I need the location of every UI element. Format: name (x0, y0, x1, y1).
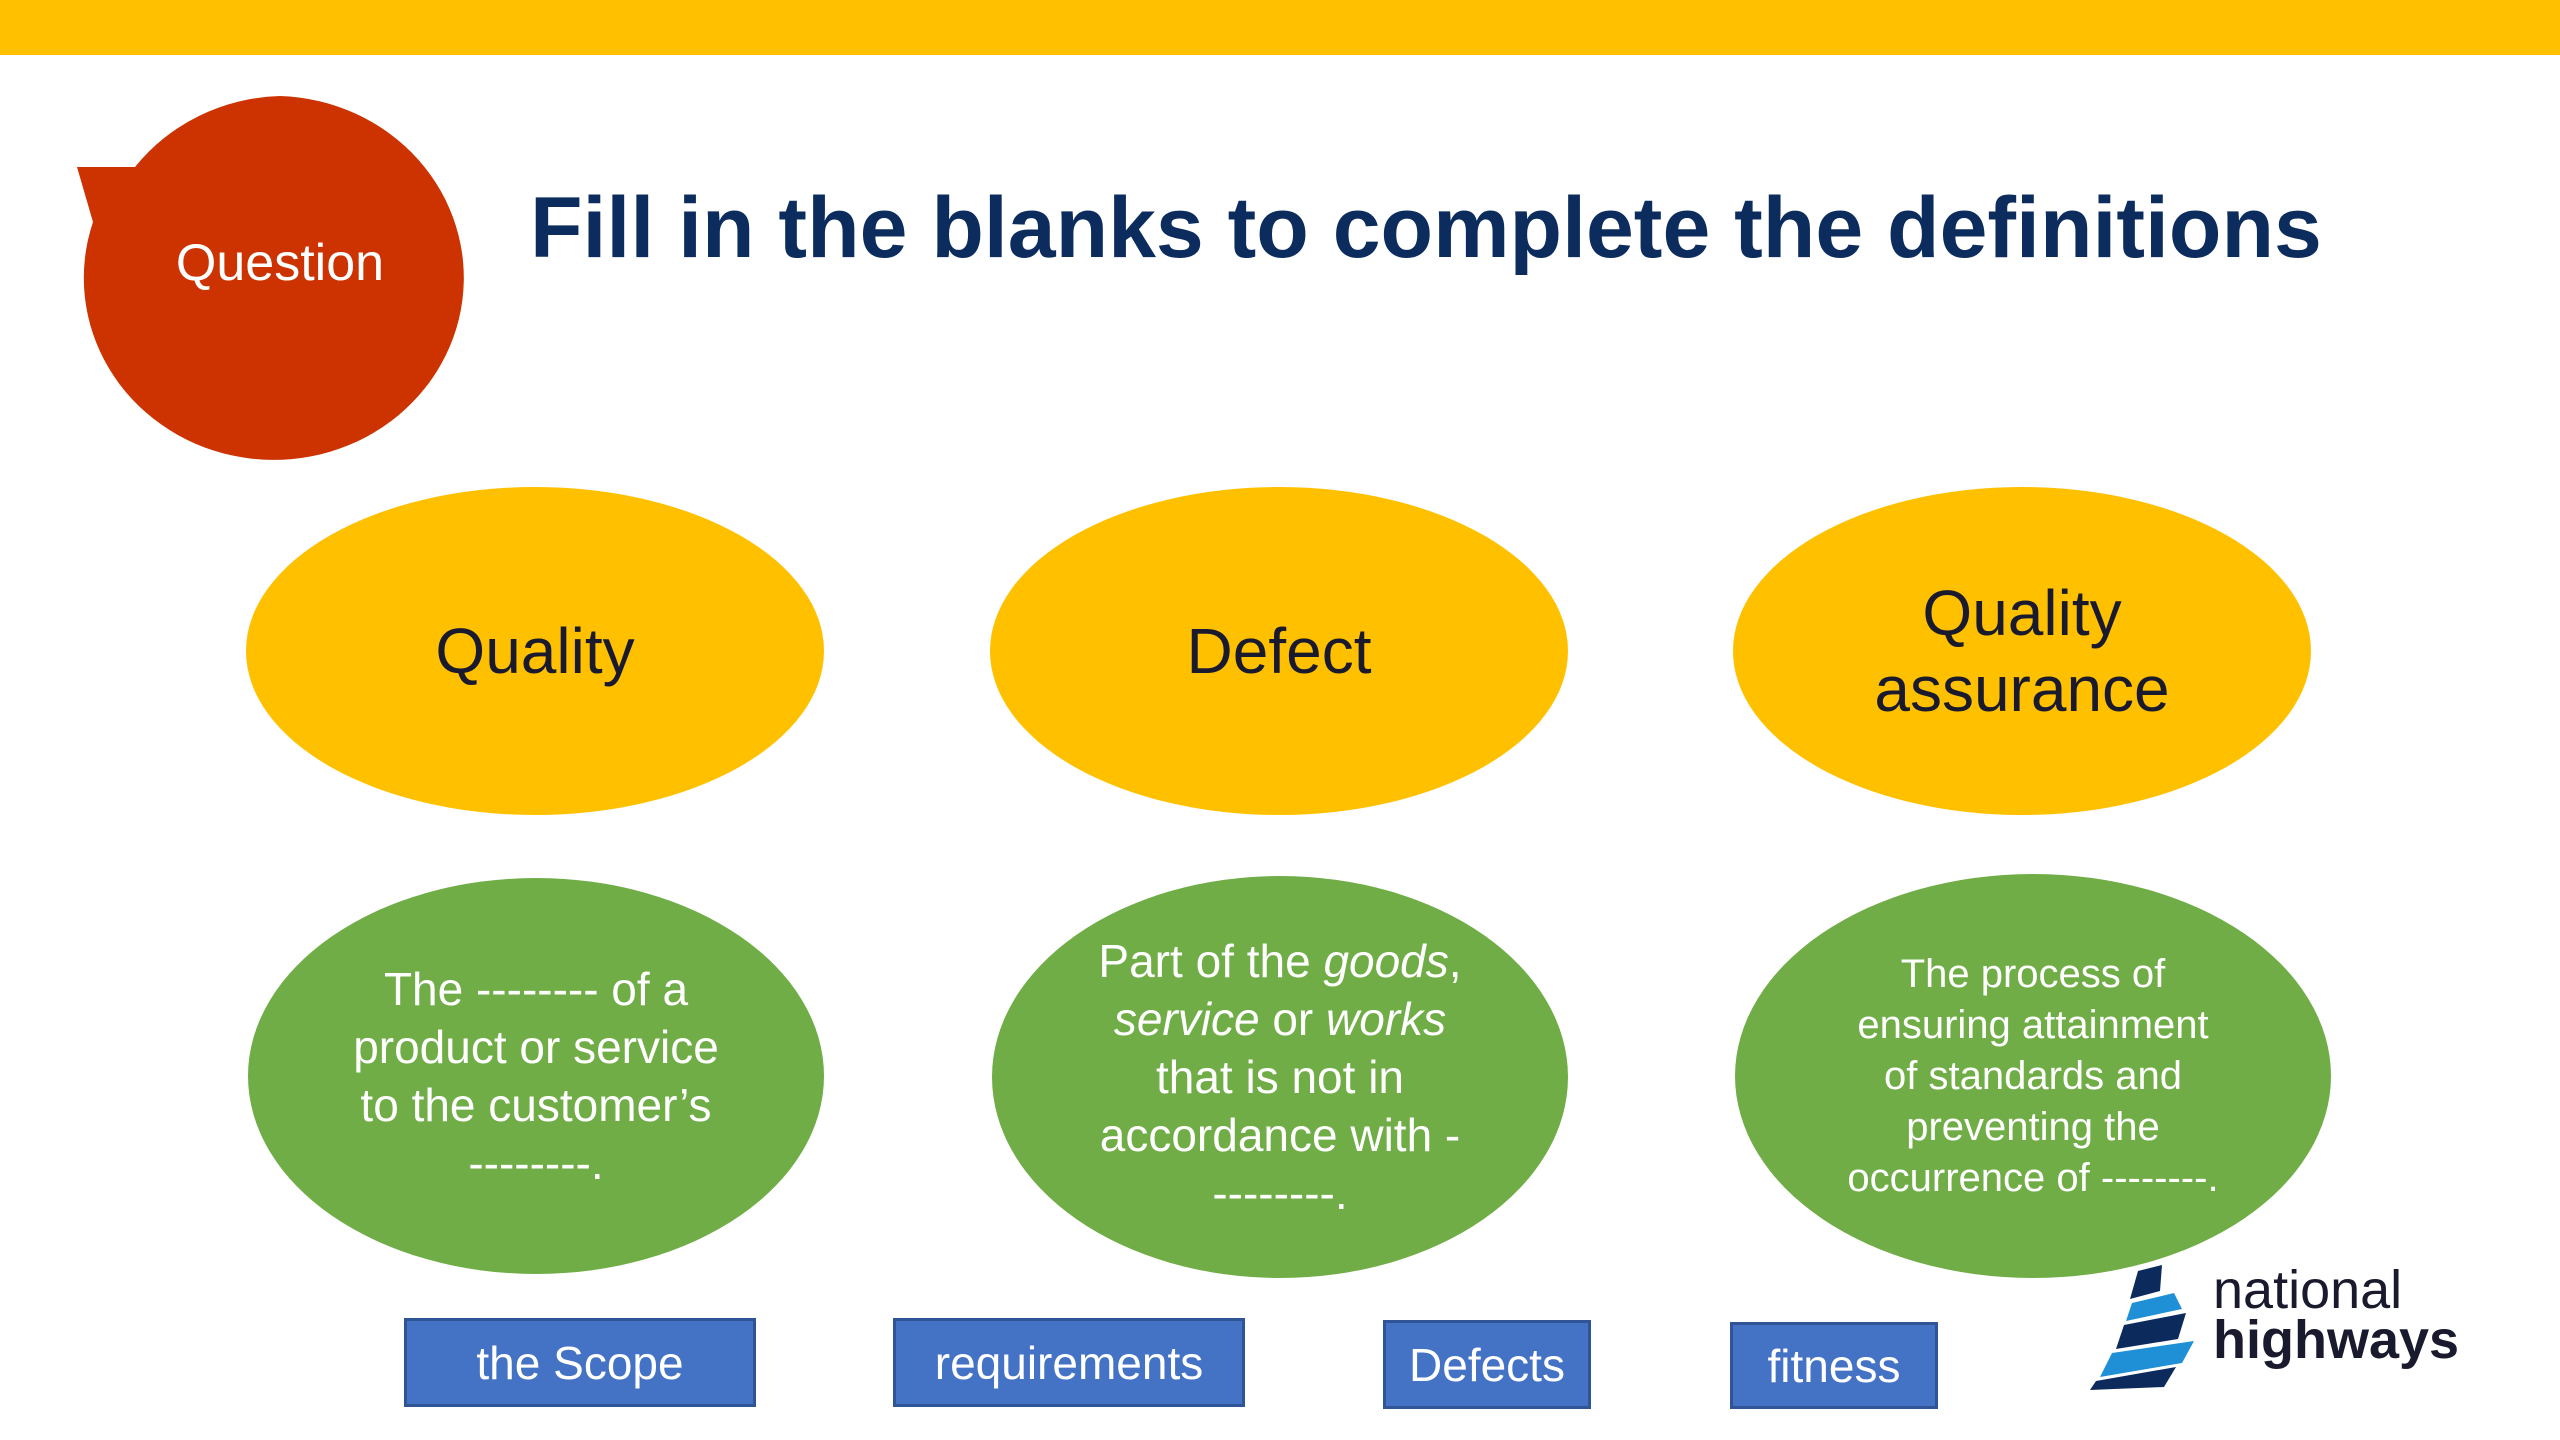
answer-label: Defects (1409, 1338, 1565, 1391)
speech-bubble-icon (77, 96, 464, 460)
logo-wordmark: national highways (2213, 1260, 2460, 1370)
definition-line: accordance with - (1099, 1109, 1461, 1161)
definition-line: of standards and (1884, 1053, 2182, 1098)
definition-emphasis: goods (1323, 935, 1449, 987)
definition-line: to the customer’s (360, 1079, 712, 1131)
national-highways-logo: national highways (2090, 1260, 2490, 1395)
definition-text: Part of the goods, service or works that… (1070, 932, 1490, 1222)
definition-text: The process of ensuring attainment of st… (1823, 949, 2243, 1204)
term-label: Quality assurance (1874, 575, 2169, 727)
definition-line: that is not in (1155, 1051, 1405, 1103)
term-quality-assurance: Quality assurance (1733, 487, 2311, 815)
definition-line: ensuring attainment (1857, 1002, 2209, 1047)
answer-label: requirements (934, 1336, 1204, 1389)
definition-line: preventing the (1906, 1104, 2160, 1149)
answer-requirements[interactable]: requirements (893, 1318, 1245, 1407)
term-label-line: Quality (1922, 577, 2122, 649)
definition-fragment: or (1259, 993, 1327, 1045)
logo-line-2: highways (2213, 1310, 2460, 1370)
definition-emphasis: service (1113, 993, 1260, 1045)
definition-quality-assurance: The process of ensuring attainment of st… (1735, 874, 2331, 1278)
answer-defects[interactable]: Defects (1383, 1320, 1591, 1409)
national-highways-logo-mark-icon (2090, 1265, 2194, 1390)
definition-line: service or works (1070, 990, 1490, 1048)
definition-emphasis: works (1326, 993, 1447, 1045)
definition-line: product or service (353, 1021, 719, 1073)
definition-line: The process of (1900, 951, 2166, 996)
definition-quality: The -------- of a product or service to … (248, 878, 824, 1274)
accent-bar (0, 0, 2560, 55)
definition-line: The -------- of a (383, 963, 689, 1015)
answer-the-scope[interactable]: the Scope (404, 1318, 756, 1407)
term-label: Defect (1186, 615, 1372, 687)
logo-line-1: national (2213, 1260, 2403, 1320)
answer-label: fitness (1767, 1339, 1901, 1392)
definition-fragment: Part of the (1098, 935, 1324, 987)
definition-line: occurrence of --------. (1847, 1155, 2219, 1200)
question-label: Question (175, 234, 385, 292)
question-bubble (75, 92, 475, 462)
page-title: Fill in the blanks to complete the defin… (530, 180, 2322, 276)
definition-defect: Part of the goods, service or works that… (992, 876, 1568, 1278)
answer-fitness[interactable]: fitness (1730, 1322, 1938, 1409)
term-quality: Quality (246, 487, 824, 815)
definition-line: Part of the goods, (1070, 932, 1490, 990)
term-label: Quality (435, 615, 635, 687)
definition-line: --------. (468, 1137, 604, 1189)
answer-label: the Scope (476, 1336, 684, 1389)
definition-fragment: , (1448, 935, 1462, 987)
term-label-line: assurance (1874, 653, 2170, 725)
term-defect: Defect (990, 487, 1568, 815)
definition-line: --------. (1212, 1167, 1348, 1219)
definition-text: The -------- of a product or service to … (336, 960, 736, 1192)
